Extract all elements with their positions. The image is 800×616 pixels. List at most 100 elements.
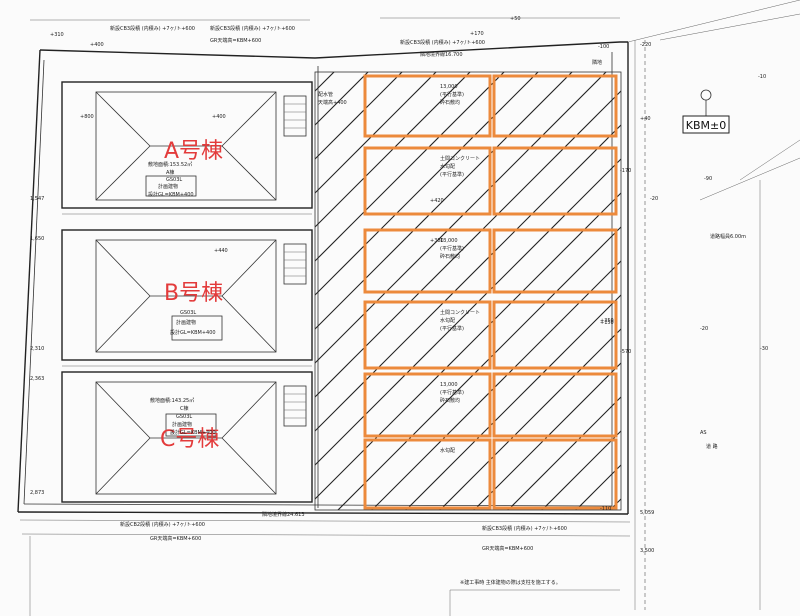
hatch-line [315,72,607,364]
parking-bay-label: 水勾配 [440,163,455,170]
dim-text: 天端高+400 [318,99,347,106]
parking-bay-label: 砕石敷均 [440,397,460,404]
kbm-label: KBM±0 [686,119,726,132]
dim-text: +310 [50,32,64,38]
hatch-line [315,72,505,262]
building-b-title: B号棟 [164,281,223,306]
dim-text: +400 [90,42,104,48]
parking-bay-label: 13,000 [440,84,458,90]
dim-text: +440 [214,248,228,254]
hatch-line [0,50,322,530]
hatch-line [0,50,50,530]
hatch-line [0,50,152,530]
building-a-code1: A棟 [166,169,174,176]
parking-bay [492,74,618,138]
parking-bay [492,438,618,510]
building-a-title: A号棟 [164,139,223,164]
dim-text: 2,363 [30,376,44,382]
hatch-line [726,50,800,530]
building-a-gl: 設計GL=KBM+400 [148,191,194,198]
building-a-code2: GS03L [166,177,182,183]
parking-bay [492,146,618,216]
dim-text: ※建工事時 主体建物の際は支柱を施工する。 [460,579,561,586]
dim-text: +800 [80,114,94,120]
parking-bay [492,372,618,438]
parking-bay-label: (平行基準) [440,325,464,332]
hatch-line [439,328,621,510]
dim-text: 2,873 [30,490,44,496]
parking-bay-label: (平行基準) [440,245,464,252]
building-b [61,229,313,367]
dim-text: +380 [430,238,444,244]
dim-text: -110 [600,506,611,512]
parking-bay [363,438,492,510]
hatch-line [541,430,621,510]
kbm-marker: KBM±0 [682,89,730,134]
hatch-line [794,50,800,530]
parking-bay-label: 砕石敷均 [440,99,460,106]
dim-text: 道 路 [706,443,718,450]
parking-bay [363,228,492,294]
building-a-area: 敷地面積:153.52㎡ [148,161,192,168]
parking-bay-label: 水勾配 [440,317,455,324]
dim-text: -10 [758,74,766,80]
dim-text: 2,310 [30,346,44,352]
hatch-line [371,260,621,510]
dim-text: 3,500 [640,548,654,554]
hatch-line [315,72,403,160]
hatch-line [473,362,621,510]
dim-text: 新設CB3段積 (内積み) +7ヶ/ト+600 [210,25,295,32]
building-a-note: 計画建物 [158,183,178,190]
building-c-area: 敷地面積:143.25㎡ [150,397,194,404]
dim-text: -30 [760,346,768,352]
dim-text: AS [700,430,707,436]
building-c-gl: 設計GL=KBM+400 [170,429,216,436]
hatch-line [315,72,573,330]
parking-bay [363,146,492,216]
dim-text: GR天端高=KBM+600 [150,535,201,542]
parking-bay [492,300,618,370]
dim-text: +350 [600,318,614,324]
hatch-line [507,396,621,510]
building-c-code2: GS03L [176,414,192,420]
dim-text: 5,059 [640,510,654,516]
dim-text: 配水管 [318,91,333,98]
dim-text: 隣地境界線24.613 [262,511,305,518]
dim-text: GR天端高=KBM+600 [482,545,533,552]
building-a [61,81,313,215]
hatch-line [0,50,118,530]
dim-text: -220 [640,42,651,48]
building-b-gl: 設計GL=KBM+400 [170,329,216,336]
dim-text: -90 [704,176,712,182]
hatch-line [315,72,471,228]
dim-text: +170 [470,31,484,37]
dim-text: -100 [598,44,609,50]
dim-text: +150 [600,320,614,326]
dim-text: -20 [700,326,708,332]
dim-text: 1,547 [30,196,44,202]
parking-bay [363,300,492,370]
hatch-line [315,72,437,194]
dim-text: 新設CB3段積 (内積み) +7ヶ/ト+600 [110,25,195,32]
parking-bay [363,74,492,138]
parking-area-outline [314,71,622,511]
dim-text: +400 [212,114,226,120]
dim-text: -570 [620,349,631,355]
dim-text: +420 [430,198,444,204]
parking-bay-label: (平行基準) [440,171,464,178]
building-c [61,371,313,503]
hatch-line [0,50,84,530]
dim-text: 新設CB2段積 (内積み) +7ヶ/ト+600 [120,521,205,528]
dim-text: +40 [640,116,651,122]
parking-bays: 13,000(平行基準)砕石敷均土間コンクリート水勾配(平行基準)13,000(… [363,74,618,510]
parking-bay-label: 水勾配 [440,447,455,454]
dim-text: -20 [650,196,658,202]
dim-text: 新設CB3段積 (内積み) +7ヶ/ト+600 [400,39,485,46]
hatch-line [315,72,539,296]
hatch-line [405,294,621,510]
site-boundary [17,0,800,616]
hatch-line [315,124,621,432]
building-b-code: GS03L [180,310,196,316]
parking-bay-label: 13,000 [440,238,458,244]
